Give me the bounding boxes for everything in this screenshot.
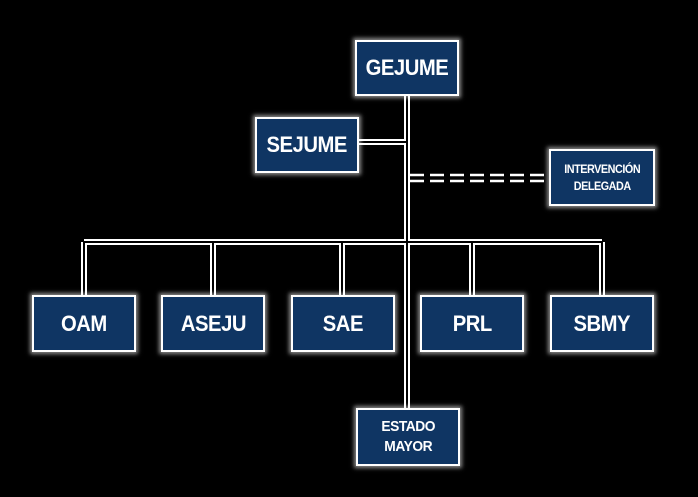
node-aseju-label: ASEJU <box>180 310 246 336</box>
node-estado-mayor: ESTADO MAYOR <box>356 408 460 466</box>
node-sae: SAE <box>291 295 395 352</box>
node-aseju: ASEJU <box>161 295 265 352</box>
dashed-connector <box>410 173 550 183</box>
node-prl-label: PRL <box>452 310 492 336</box>
node-prl: PRL <box>420 295 524 352</box>
node-gejume-label: GEJUME <box>365 55 449 80</box>
connector-inner <box>83 95 603 409</box>
node-sejume: SEJUME <box>255 117 359 173</box>
node-intervencion-delegada: INTERVENCIÓN DELEGADA <box>549 149 655 206</box>
node-sejume-label: SEJUME <box>266 132 348 157</box>
node-gejume: GEJUME <box>355 40 459 96</box>
node-sbmy: SBMY <box>550 295 654 352</box>
node-sbmy-label: SBMY <box>573 310 631 336</box>
node-sae-label: SAE <box>322 310 364 336</box>
node-intervencion-label-line1: INTERVENCIÓN <box>563 161 641 176</box>
node-estado-label-line1: ESTADO <box>381 418 435 435</box>
node-oam: OAM <box>32 295 136 352</box>
node-intervencion-label-line2: DELEGADA <box>573 178 631 193</box>
node-estado-label-line2: MAYOR <box>384 438 432 455</box>
node-oam-label: OAM <box>61 310 107 336</box>
